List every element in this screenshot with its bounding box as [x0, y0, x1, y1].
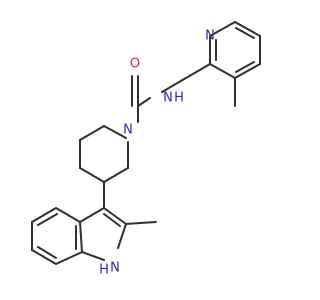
molecule-structure: N O N H N H N: [31, 21, 261, 278]
methylene-linker: [161, 63, 211, 93]
indole-benzene-ring: [31, 207, 83, 265]
indole-nitrogen-label: N: [110, 261, 120, 276]
carbonyl-oxygen-label: O: [130, 57, 140, 72]
amide-hydrogen-label: H: [174, 91, 184, 106]
indole-methyl-bond: [125, 221, 157, 225]
amide-group: [131, 75, 151, 123]
piperidine-nitrogen-label: N: [123, 123, 133, 138]
amide-nitrogen-label: N: [163, 91, 173, 106]
indole-pyrrole-ring: [79, 207, 127, 261]
pyridine-nitrogen-label: N: [205, 29, 215, 44]
piperidine-ring: [79, 125, 129, 183]
indole-hydrogen-label: H: [99, 263, 109, 278]
pyridine-ring: [209, 21, 261, 79]
